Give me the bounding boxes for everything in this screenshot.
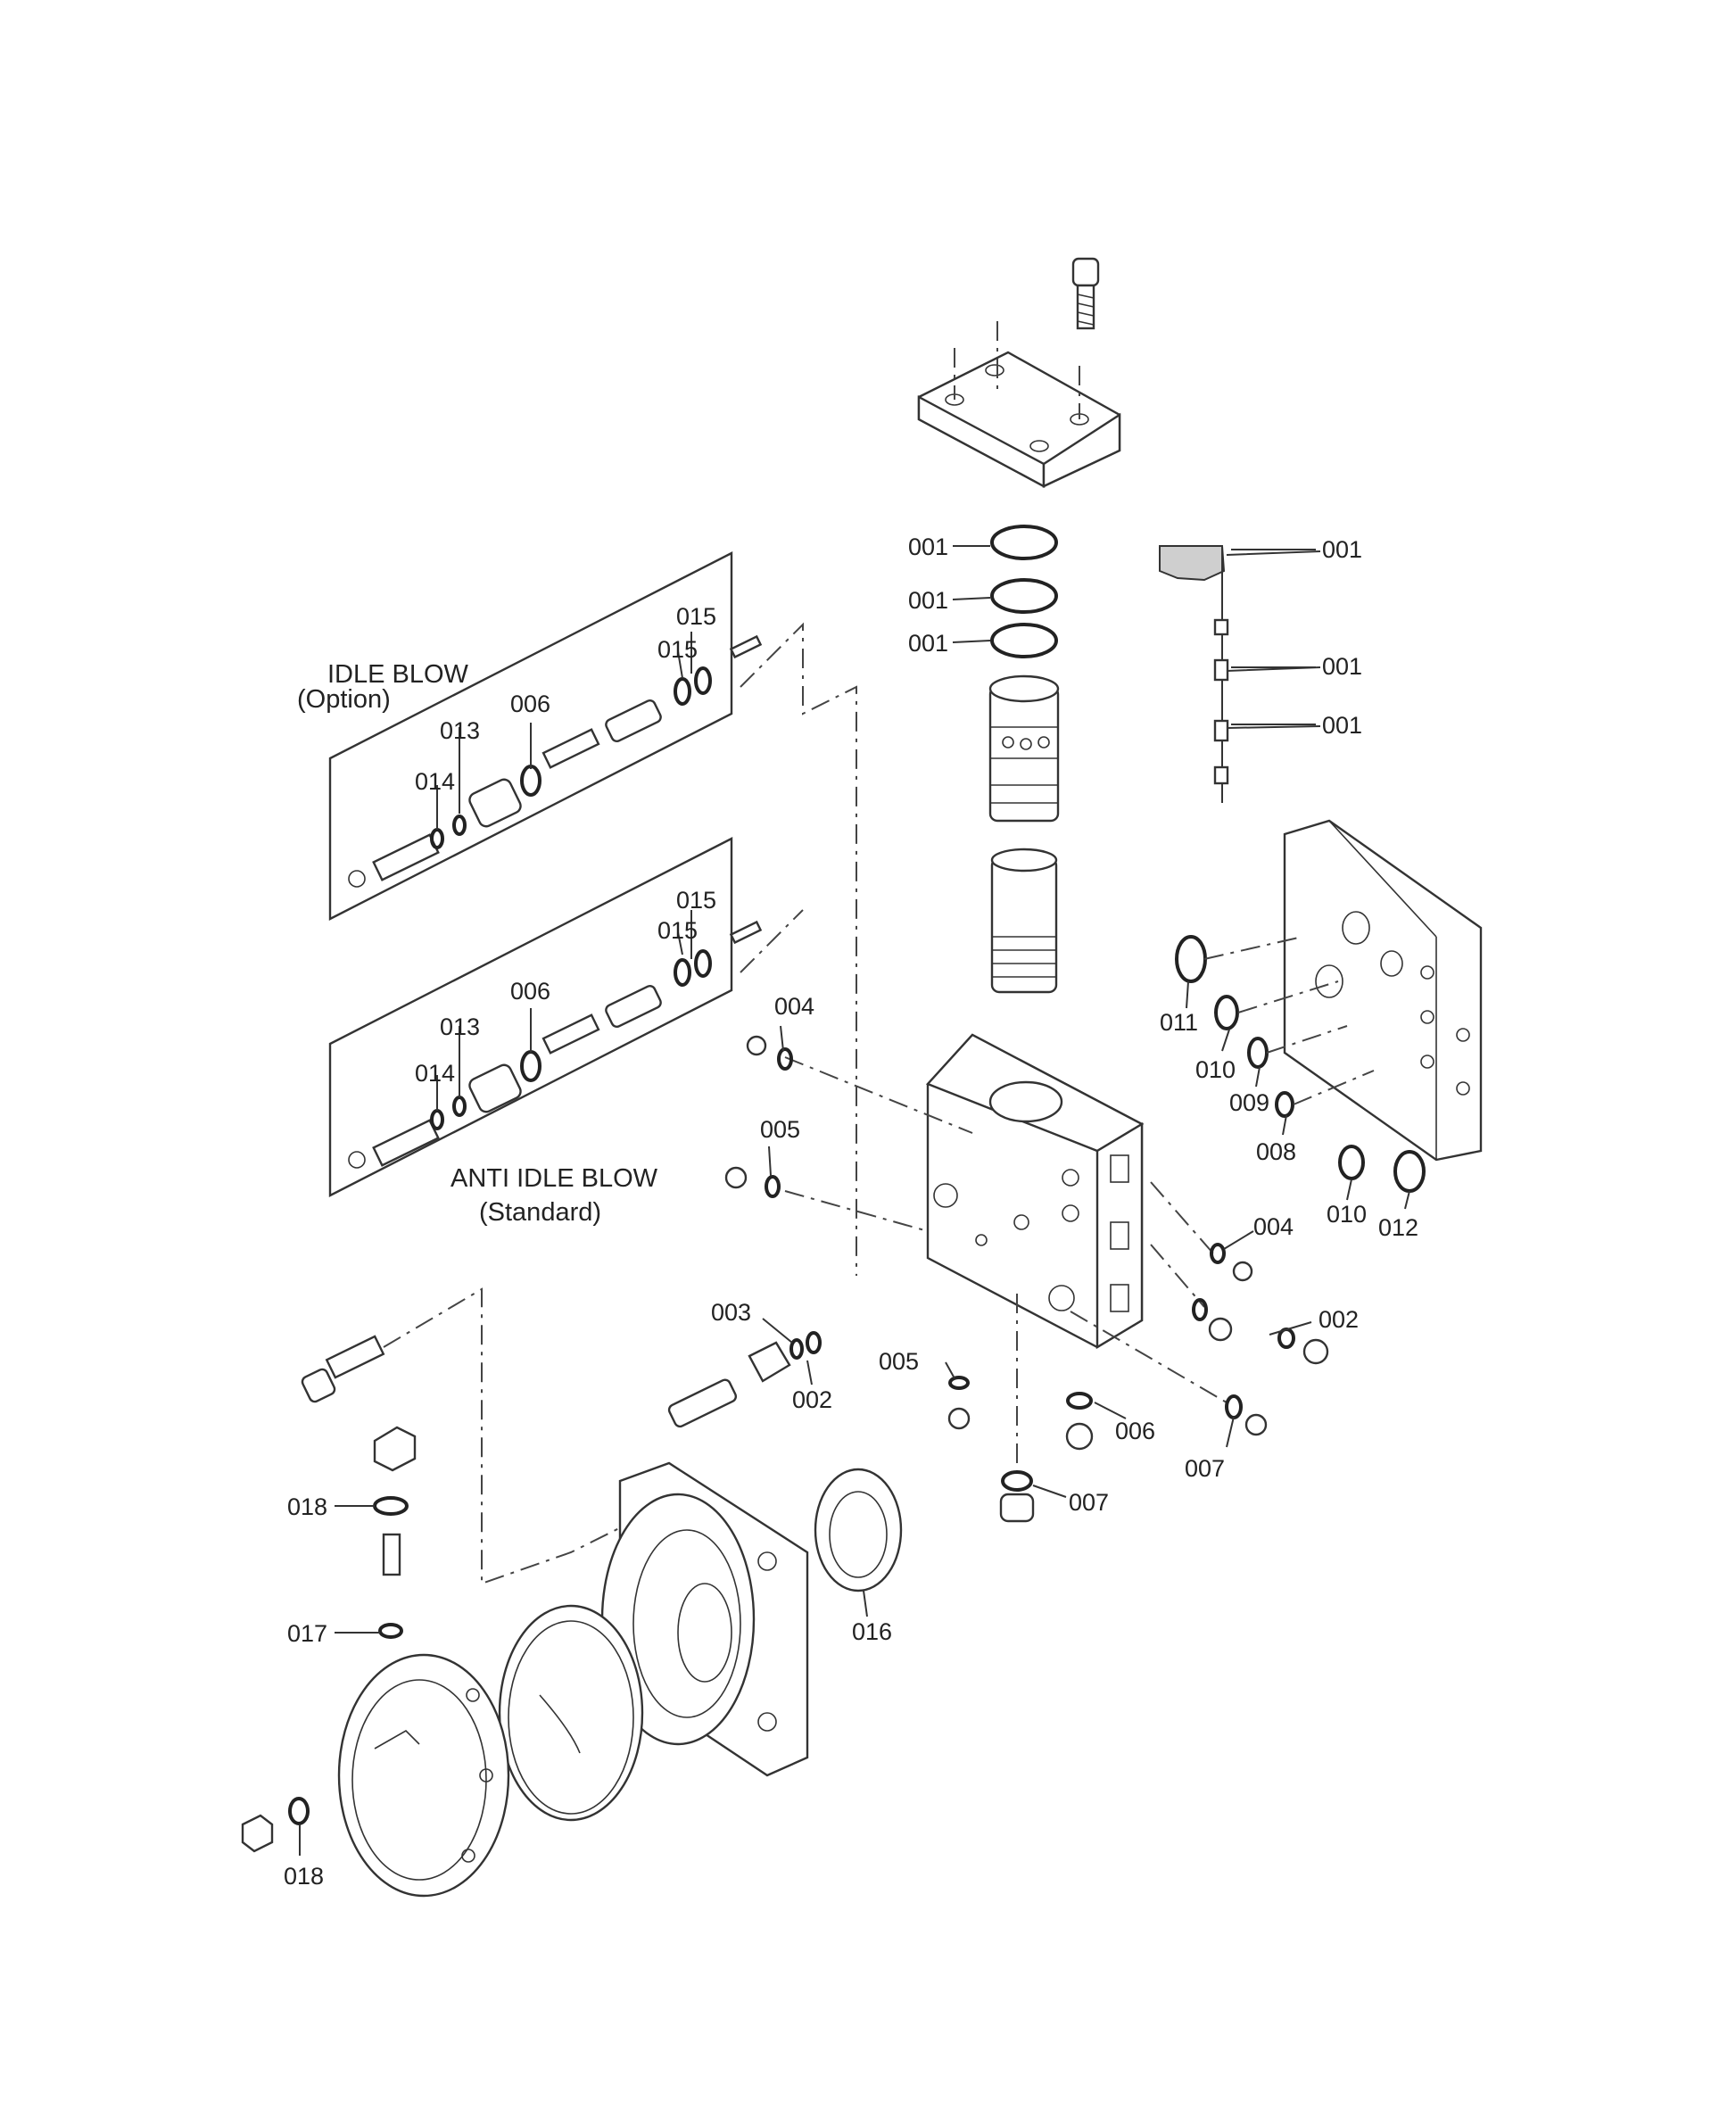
part-label: 018 [284,1863,324,1890]
gasket-disc [498,1604,644,1822]
part-label: 004 [774,993,814,1020]
part-label: 006 [510,691,550,717]
part-label: 015 [676,887,716,914]
part-label: 005 [879,1348,919,1375]
part-label: 014 [415,1060,455,1087]
top-bolt [1071,257,1100,330]
part-label: 002 [792,1386,832,1413]
part-label: 013 [440,1013,480,1040]
part-label: 001 [1322,712,1362,739]
caption-anti-idle-blow: ANTI IDLE BLOW [451,1164,658,1193]
top-cover-plate [917,321,1121,489]
seal-cross-section [1159,545,1321,803]
part-label: 011 [1160,1009,1198,1036]
part-label: 017 [287,1620,327,1647]
part-label: 007 [1069,1489,1109,1516]
valve-piston [990,848,1058,994]
valve-sleeve [988,674,1060,823]
part-label: 018 [287,1493,327,1520]
side-block [1283,819,1483,1162]
lower-hardware [301,1287,625,1639]
part-label: 003 [711,1299,751,1326]
part-label: 001 [1322,653,1362,680]
captions: IDLE BLOW (Option) ANTI IDLE BLOW (Stand… [297,660,658,1227]
part-label: 001 [908,630,948,657]
part-label: 010 [1195,1056,1236,1083]
part-label: 009 [1229,1089,1269,1116]
small-fittings [667,1035,1329,1523]
part-label: 007 [1185,1455,1225,1482]
part-label: 016 [852,1618,892,1645]
part-label: 006 [1115,1418,1155,1444]
part-label: 015 [676,603,716,630]
part-label: 002 [1319,1306,1359,1333]
o-ring-stack [952,525,1058,658]
part-label: 001 [908,534,948,560]
part-label: 004 [1253,1213,1294,1240]
bottom-plug [241,1797,310,1856]
part-label: 001 [1322,536,1362,563]
part-label: 012 [1378,1214,1418,1241]
part-label: 014 [415,768,455,795]
end-cover [337,1653,510,1898]
part-label: 006 [510,978,550,1005]
leader-lines [436,549,1410,1617]
part-label: 015 [657,917,698,944]
caption-idle-blow: IDLE BLOW [327,660,469,689]
side-block-seals [1175,935,1426,1193]
main-valve-body [784,1033,1232,1481]
part-label: 005 [760,1116,800,1143]
part-label: 015 [657,636,698,663]
caption-idle-blow-option: (Option) [297,685,391,714]
part-label: 008 [1256,1138,1296,1165]
part-label: 010 [1327,1201,1367,1228]
caption-anti-idle-blow-standard: (Standard) [479,1198,601,1227]
part-label: 001 [908,587,948,614]
part-labels: 001 001 001 001 001 001 015 015 006 013 … [284,534,1418,1890]
part-label: 013 [440,717,480,744]
seal-ring-016 [814,1468,903,1592]
anti-idle-blow-panel [328,837,804,1197]
